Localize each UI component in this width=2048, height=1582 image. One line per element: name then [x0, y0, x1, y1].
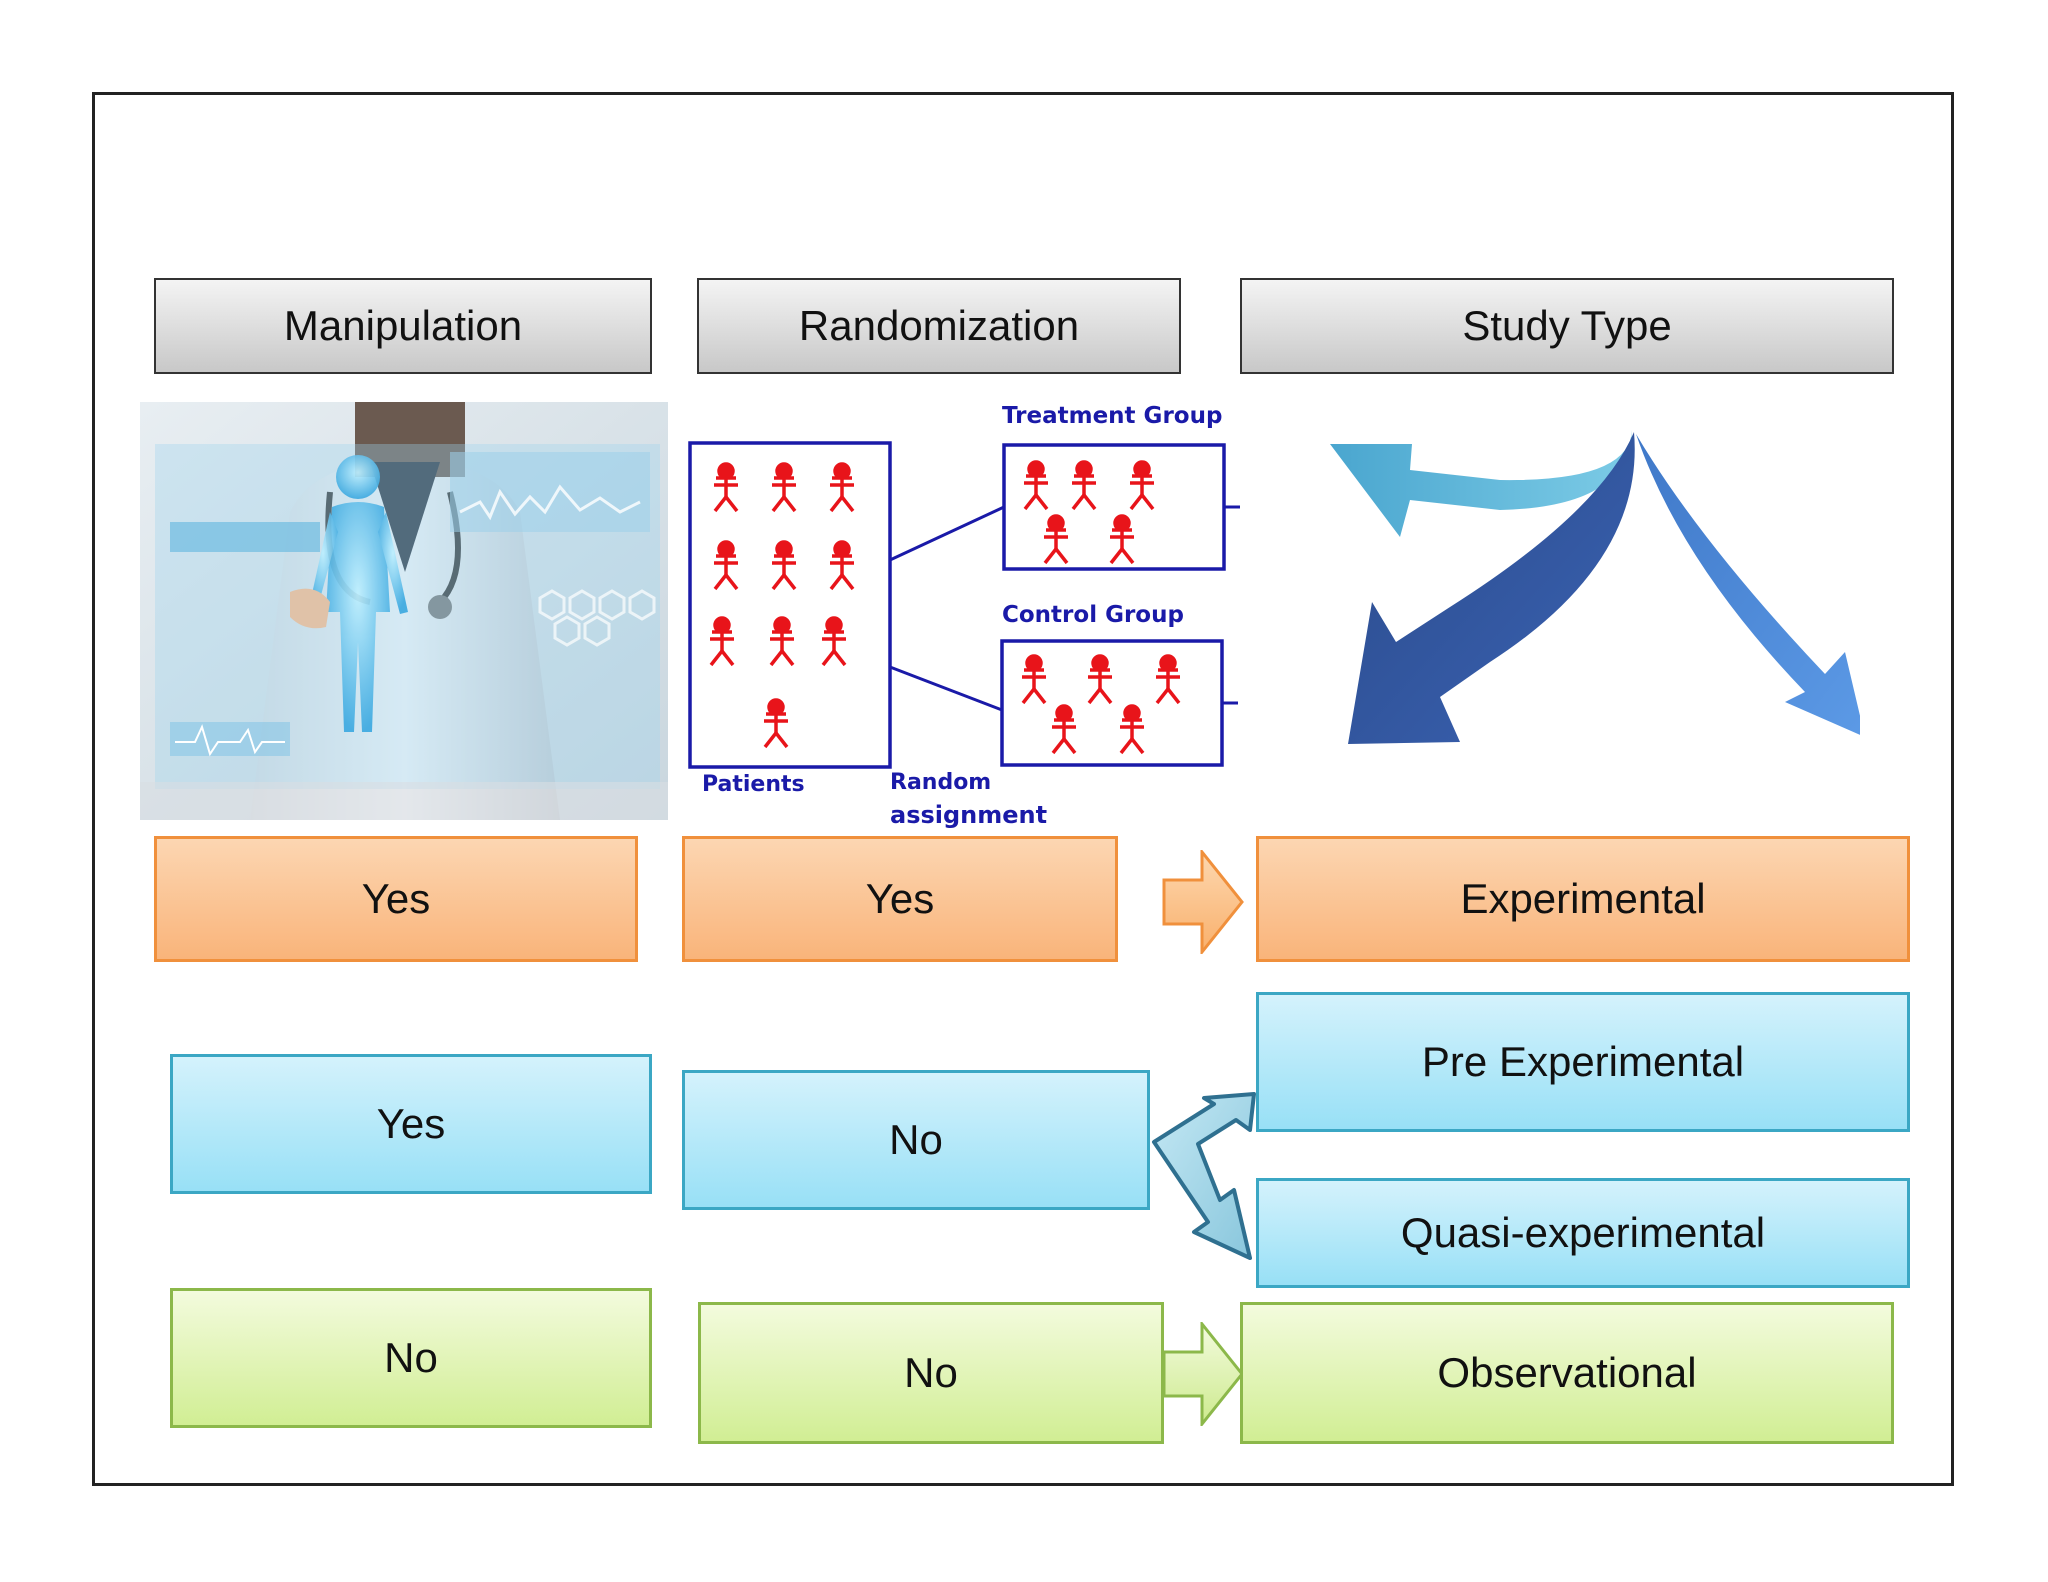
study-type-pre-experimental: Pre Experimental: [1256, 992, 1910, 1132]
control-group-box: [1000, 639, 1238, 767]
medical-interface-image: [140, 402, 668, 820]
study-type-observational: Observational: [1240, 1302, 1894, 1444]
header-study-type: Study Type: [1240, 278, 1894, 374]
treatment-group-box: [1002, 443, 1240, 571]
randomization-figure: Treatment Group Control Group Patients R…: [688, 403, 1240, 829]
right-arrow-icon: [1162, 1322, 1244, 1426]
study-type-quasi-experimental: Quasi-experimental: [1256, 1178, 1910, 1288]
right-arrow-icon: [1162, 850, 1244, 954]
random-label: Random: [890, 770, 991, 795]
study-type-experimental: Experimental: [1256, 836, 1910, 962]
control-group-label: Control Group: [1002, 602, 1184, 628]
header-randomization: Randomization: [697, 278, 1181, 374]
split-arrow-icon: [1152, 1092, 1256, 1260]
diagram-frame: [92, 92, 1954, 1486]
assignment-label: assignment: [890, 801, 1047, 829]
manipulation-no-row3: No: [170, 1288, 652, 1428]
randomization-no-row3: No: [698, 1302, 1164, 1444]
manipulation-yes-row1: Yes: [154, 836, 638, 962]
treatment-group-label: Treatment Group: [1002, 403, 1222, 429]
divergent-arrows-graphic: [1330, 430, 1860, 744]
randomization-no-row2: No: [682, 1070, 1150, 1210]
randomization-yes-row1: Yes: [682, 836, 1118, 962]
patients-label: Patients: [702, 772, 805, 797]
manipulation-yes-row2: Yes: [170, 1054, 652, 1194]
patients-box: [688, 441, 892, 769]
header-manipulation: Manipulation: [154, 278, 652, 374]
